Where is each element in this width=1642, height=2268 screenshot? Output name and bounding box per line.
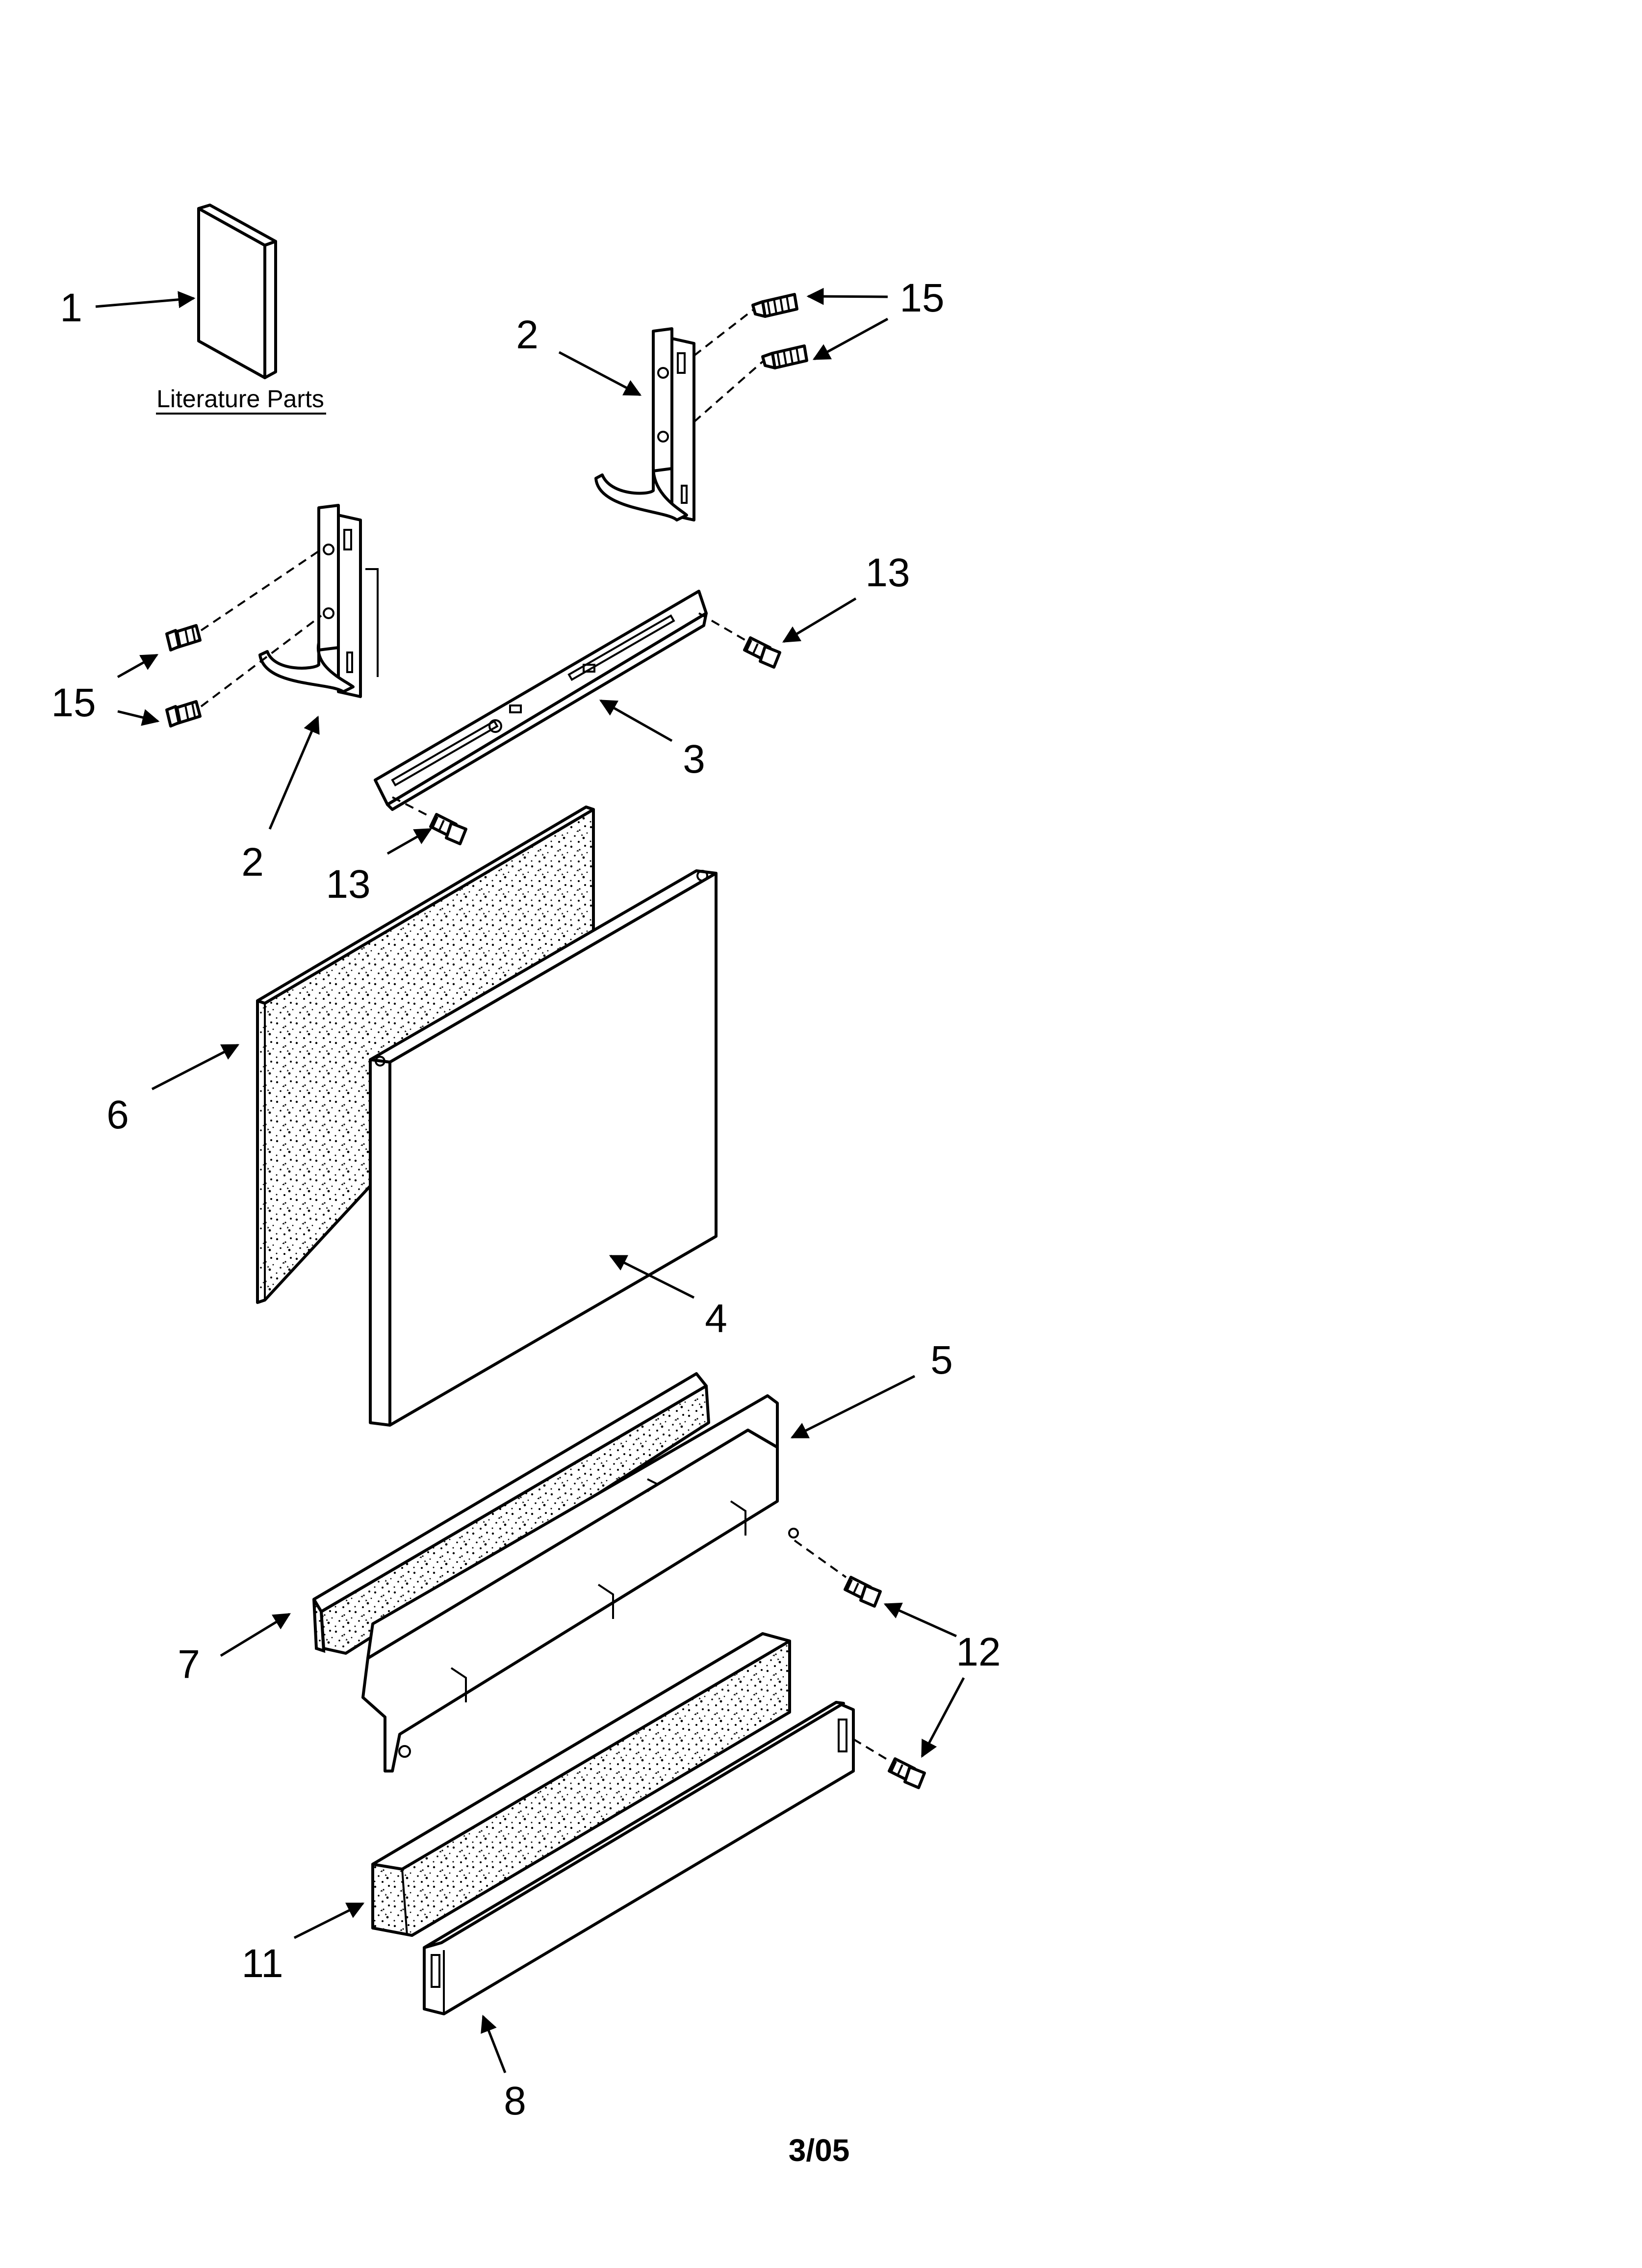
part-8-kick-plate — [423, 1701, 855, 2015]
callout-15-upper: 15 — [899, 276, 944, 320]
leader-3 — [599, 699, 673, 742]
literature-parts-label: Literature Parts — [156, 385, 324, 413]
date-code: 3/05 — [789, 2133, 850, 2168]
callout-2-upper: 2 — [516, 313, 539, 357]
screw-15-upper-b — [761, 344, 808, 369]
callout-8: 8 — [504, 2079, 526, 2123]
part-2-bracket-lower — [258, 504, 379, 698]
part-11-insulation-block — [371, 1632, 791, 1937]
part-1-literature-booklet — [197, 204, 277, 379]
leader-15-upper-b — [812, 317, 889, 361]
part-4-door-panel — [369, 869, 718, 1427]
screw-12-lower — [888, 1757, 926, 1789]
callout-3: 3 — [683, 737, 705, 782]
part-2-bracket-upper — [594, 327, 695, 521]
part-5-toe-panel — [361, 1394, 799, 1773]
leader-6 — [151, 1043, 240, 1091]
screw-13-lower — [429, 813, 467, 845]
screw-15-upper-a — [751, 293, 798, 318]
screw-15-lower-b — [165, 700, 202, 728]
callout-11: 11 — [241, 1941, 283, 1986]
leader-8 — [481, 2014, 507, 2073]
leader-15-upper-a — [806, 287, 888, 305]
callout-4: 4 — [705, 1296, 727, 1341]
callout-5: 5 — [930, 1338, 953, 1382]
callout-15-lower: 15 — [51, 680, 96, 725]
callout-1: 1 — [60, 286, 82, 330]
callout-6: 6 — [106, 1093, 129, 1137]
leader-12-upper — [883, 1602, 957, 1638]
leader-2-upper — [558, 351, 642, 396]
callout-13-lower: 13 — [326, 862, 370, 907]
leader-13-lower — [386, 828, 433, 855]
leader-11 — [293, 1902, 365, 1939]
leader-5 — [790, 1375, 916, 1439]
screw-12-upper — [844, 1576, 882, 1608]
part-3-mounting-rail — [374, 590, 708, 811]
leader-4 — [609, 1254, 695, 1299]
callout-12: 12 — [956, 1630, 1001, 1674]
leader-1 — [95, 291, 196, 309]
screw-13-upper — [743, 636, 781, 669]
callout-7: 7 — [178, 1642, 200, 1687]
leader-15-lower-a — [117, 653, 159, 678]
leader-12-lower — [921, 1677, 965, 1758]
leader-2-lower — [268, 715, 320, 830]
screw-15-lower-a — [165, 624, 202, 652]
callout-13-upper: 13 — [865, 550, 910, 595]
leader-15-lower-b — [117, 709, 160, 726]
callout-2-lower: 2 — [241, 840, 264, 885]
leader-7 — [220, 1613, 291, 1657]
leader-13-upper — [782, 597, 857, 643]
